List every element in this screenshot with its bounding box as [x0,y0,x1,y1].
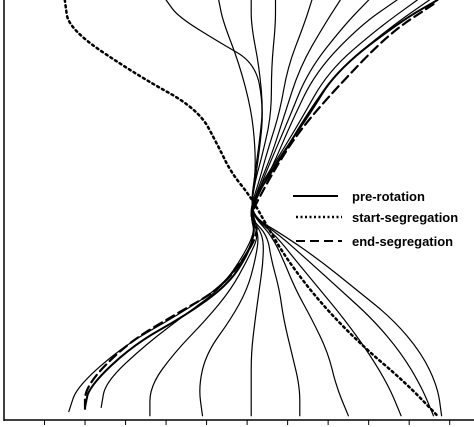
chart-axes [3,0,474,425]
series-line-end-segregation [83,3,435,413]
series-line-start-segregation [63,0,439,418]
chart-series-layer [63,0,443,418]
series-line-10 [250,0,402,417]
series-line-8 [250,0,313,417]
legend-label-end-segregation: end-segregation [352,234,453,249]
series-line-12 [165,0,443,417]
legend-label-start-segregation: start-segregation [352,210,458,225]
series-line-6 [199,0,370,417]
legend-label-pre-rotation: pre-rotation [352,189,425,204]
chart-legend: pre-rotation start-segregation end-segre… [293,189,458,249]
series-line-5 [149,0,398,417]
series-line-9 [251,0,349,417]
